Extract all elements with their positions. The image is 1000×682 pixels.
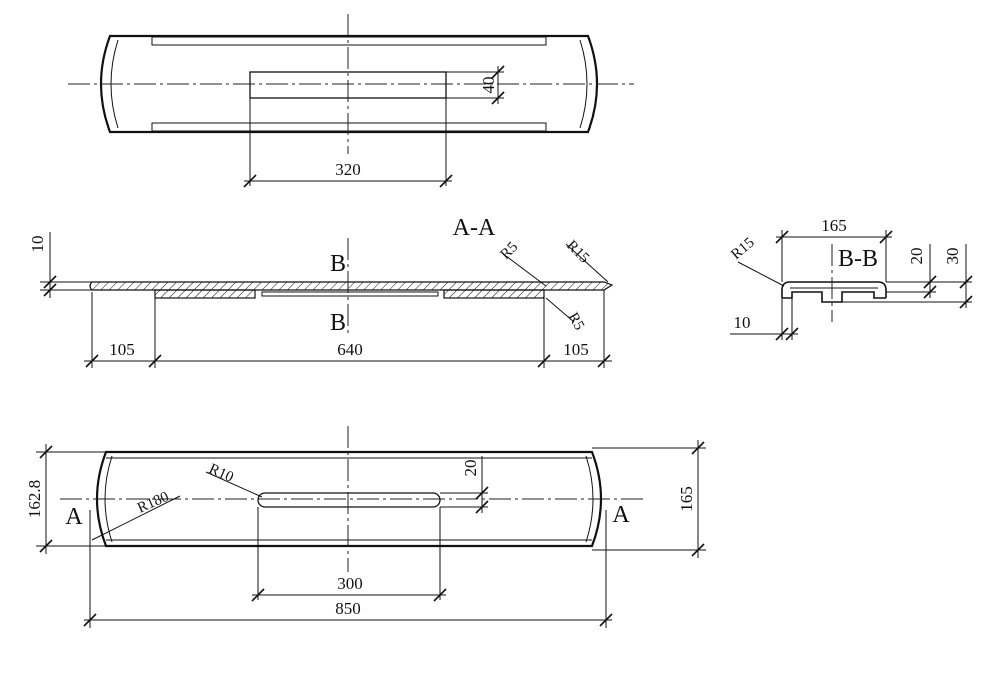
bb-10-tick-left — [775, 327, 789, 341]
bottom-165-label: 165 — [677, 486, 696, 512]
bb-30-tick-top — [959, 275, 973, 289]
bb-165-tick-right — [879, 230, 893, 244]
section-aa-cut-b-bottom: B — [330, 310, 346, 336]
bb-r15-leader — [737, 261, 785, 287]
aa-chain-tick-3 — [537, 354, 551, 368]
bb-165-label: 165 — [821, 216, 847, 235]
aa-r15-label: R15 — [563, 238, 592, 267]
top-320-label: 320 — [335, 160, 361, 179]
section-aa-cut-b-top: B — [330, 251, 346, 277]
section-aa-foot-right — [443, 289, 545, 299]
aa-10-label: 10 — [28, 236, 47, 253]
bottom-162-label: 162.8 — [25, 480, 44, 518]
aa-105-left-label: 105 — [109, 340, 135, 359]
section-bb-title: B-B — [838, 246, 878, 272]
bb-30-label: 30 — [943, 248, 962, 265]
aa-10-tick-bottom — [43, 283, 57, 297]
bottom-165-tick-top — [691, 441, 705, 455]
section-aa-slot-floor — [261, 291, 439, 297]
bottom-300-label: 300 — [337, 574, 363, 593]
bb-r15-label: R15 — [728, 235, 757, 263]
top-view: 320 40 — [68, 14, 634, 188]
section-bb-profile — [781, 281, 887, 303]
top-view-outline — [99, 34, 599, 134]
section-aa-plate — [89, 281, 614, 291]
bottom-r10-label: R10 — [206, 461, 235, 486]
aa-r5-label: R5 — [498, 239, 522, 263]
bottom-r180-label: R180 — [135, 489, 171, 517]
aa-r5b-label: R5 — [565, 310, 588, 333]
bottom-r10-leader — [205, 471, 263, 498]
aa-r5b-leader — [545, 297, 575, 323]
bottom-20-tick-top — [475, 486, 489, 500]
bb-165-tick-left — [775, 230, 789, 244]
bb-30-tick-bottom — [959, 295, 973, 309]
aa-10-tick-top — [43, 275, 57, 289]
bb-20-tick-bottom — [923, 285, 937, 299]
bottom-20-label: 20 — [461, 460, 480, 477]
bb-20-tick-top — [923, 275, 937, 289]
top-rib-lower — [151, 122, 547, 132]
aa-640-label: 640 — [337, 340, 363, 359]
top-rib-upper — [151, 36, 547, 46]
top-view-inner-edge-right — [579, 39, 588, 129]
top-40-tick-top — [491, 65, 505, 79]
top-40-tick-bottom — [491, 91, 505, 105]
aa-r15-leader — [565, 243, 609, 283]
aa-chain-tick-4 — [597, 354, 611, 368]
bottom-300-tick-left — [251, 588, 265, 602]
bottom-cut-a-right: A — [612, 502, 630, 528]
top-40-label: 40 — [479, 77, 498, 94]
bottom-view: A A 162.8 165 20 R180 R10 300 — [25, 426, 706, 628]
top-320-tick-right — [439, 174, 453, 188]
section-aa-foot-left — [154, 289, 256, 299]
bottom-300-tick-right — [433, 588, 447, 602]
section-aa-view: A-A B B 10 R5 R15 R5 105 640 105 — [28, 215, 614, 368]
bottom-850-label: 850 — [335, 599, 361, 618]
bottom-850-tick-right — [599, 613, 613, 627]
bottom-cut-a-left: A — [65, 504, 83, 530]
aa-chain-tick-1 — [85, 354, 99, 368]
bottom-20-tick-bottom — [475, 500, 489, 514]
bottom-850-tick-left — [83, 613, 97, 627]
aa-r5-leader — [505, 255, 547, 287]
bb-10-tick-right — [785, 327, 799, 341]
bottom-162-tick-top — [39, 445, 53, 459]
bottom-165-tick-bottom — [691, 543, 705, 557]
bottom-view-outline — [95, 450, 603, 548]
bottom-r180-leader — [91, 495, 181, 541]
aa-chain-tick-2 — [148, 354, 162, 368]
bb-10-label: 10 — [734, 313, 751, 332]
aa-105-right-label: 105 — [563, 340, 589, 359]
top-320-tick-left — [243, 174, 257, 188]
section-aa-title: A-A — [453, 215, 496, 241]
bottom-162-tick-bottom — [39, 539, 53, 553]
bb-20-label: 20 — [907, 248, 926, 265]
bottom-view-slot — [257, 492, 441, 508]
section-bb-view: B-B 165 R15 20 30 10 — [728, 216, 973, 341]
